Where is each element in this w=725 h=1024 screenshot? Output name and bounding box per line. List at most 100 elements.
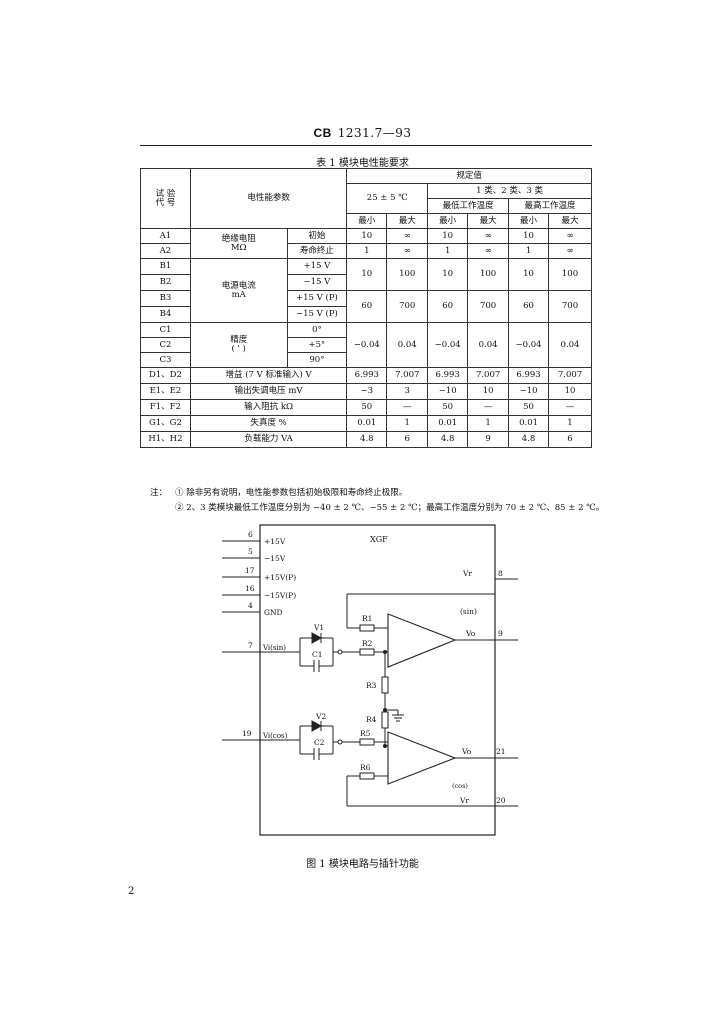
label-r1: R1 xyxy=(362,614,372,623)
standard-code: CB xyxy=(313,126,332,140)
label-c1: C1 xyxy=(312,650,323,659)
electrical-spec-table: 试 验 代 号 电性能参数 规定值 25 ± 5 ℃ 1 类、2 类、3 类 最… xyxy=(140,168,592,448)
value-cell: 50 xyxy=(346,399,388,416)
value-cell: ∞ xyxy=(386,243,429,259)
value-cell: 1 xyxy=(427,243,469,259)
pin-label: +15V(P) xyxy=(264,573,296,582)
test-code: D1、D2 xyxy=(140,367,191,384)
test-code: H1、H2 xyxy=(140,431,191,448)
param-name: 负载能力 VA xyxy=(189,431,348,448)
pin-number: 7 xyxy=(248,641,253,650)
module-outline xyxy=(259,524,496,836)
pin-label: −15V xyxy=(264,554,286,563)
resistor-r3 xyxy=(381,676,389,694)
param-sub: +5° xyxy=(286,337,348,353)
pin-number: 6 xyxy=(248,530,253,539)
label-r4: R4 xyxy=(366,715,377,724)
pin-label: Vi(cos) xyxy=(262,732,288,740)
pin-5: 5 −15V xyxy=(222,547,286,563)
value-cell: 100 xyxy=(386,258,429,291)
label-c2: C2 xyxy=(314,738,325,747)
test-code: A1 xyxy=(140,228,191,244)
param-current: 电源电流 mA xyxy=(189,258,288,323)
value-cell: −0.04 xyxy=(427,322,469,368)
value-cell: 9 xyxy=(467,431,510,448)
value-cell: 7.007 xyxy=(548,367,592,384)
pin-7: 7 Vi(sin) xyxy=(222,641,300,653)
value-cell: 700 xyxy=(386,290,429,323)
value-cell: 700 xyxy=(467,290,510,323)
test-code: G1、G2 xyxy=(140,415,191,432)
value-cell: ∞ xyxy=(548,228,592,244)
module-name: XGF xyxy=(370,535,388,544)
value-cell: 10 xyxy=(427,228,469,244)
value-cell: 3 xyxy=(386,383,429,400)
table-row: B1 电源电流 mA +15 V 10 100 10 100 10 100 xyxy=(140,258,592,323)
resistor-r5 xyxy=(359,738,375,746)
table-row: E1、E2 输出失调电压 mV −3 3 −10 10 −10 10 xyxy=(140,383,592,400)
param-name: 输出失调电压 mV xyxy=(189,383,348,400)
value-cell: — xyxy=(548,399,592,416)
pin-label: Vi(sin) xyxy=(262,644,286,652)
test-code: B1 xyxy=(140,258,191,275)
label-r2: R2 xyxy=(362,639,373,648)
value-cell: 6.993 xyxy=(346,367,388,384)
label-r3: R3 xyxy=(366,681,377,690)
value-cell: 6.993 xyxy=(508,367,550,384)
pin-number: 19 xyxy=(242,729,252,738)
value-cell: 50 xyxy=(427,399,469,416)
value-cell: 10 xyxy=(346,258,388,291)
header-max: 最大 xyxy=(467,213,510,229)
table-row: C1 精度 ( ' ) 0° −0.04 0.04 −0.04 0.04 −0.… xyxy=(140,322,592,368)
value-cell: 0.01 xyxy=(508,415,550,432)
page-number: 2 xyxy=(128,886,135,897)
pin-20: Vr 20 xyxy=(459,796,518,807)
resistor-r4 xyxy=(381,711,389,729)
value-cell: 6 xyxy=(548,431,592,448)
note-1: ① 除非另有说明，电性能参数包括初始极限和寿命终止极限。 xyxy=(175,488,408,498)
value-cell: 60 xyxy=(508,290,550,323)
pin-19: 19 Vi(cos) xyxy=(222,729,300,741)
value-cell: 700 xyxy=(548,290,592,323)
value-cell: ∞ xyxy=(548,243,592,259)
pin-number: 5 xyxy=(248,547,253,556)
table-row: F1、F2 输入阻抗 kΩ 50 — 50 — 50 — xyxy=(140,399,592,416)
resistor-r1 xyxy=(359,624,375,632)
pin-label: Vr xyxy=(462,569,472,578)
value-cell: 1 xyxy=(346,243,388,259)
pin-17: 17 +15V(P) xyxy=(222,566,296,582)
param-accuracy: 精度 ( ' ) xyxy=(189,322,288,368)
value-cell: 10 xyxy=(427,258,469,291)
pin-6: 6 +15V xyxy=(222,530,286,546)
note-2: ② 2、3 类模块最低工作温度分别为 −40 ± 2 ℃、−55 ± 2 ℃；最… xyxy=(175,503,605,513)
label-v1: V1 xyxy=(313,623,324,632)
value-cell: −10 xyxy=(508,383,550,400)
value-cell: 7.007 xyxy=(386,367,429,384)
table-row: A1 绝缘电阻 MΩ 初始 10 ∞ 10 ∞ 10 ∞ xyxy=(140,228,592,259)
value-cell: 4.8 xyxy=(427,431,469,448)
value-cell: 60 xyxy=(427,290,469,323)
table-row: C2 +5° xyxy=(140,337,592,353)
pin-label: +15V xyxy=(264,537,286,546)
param-sub: +15 V (P) xyxy=(286,290,348,307)
value-cell: 0.04 xyxy=(467,322,510,368)
value-cell: 50 xyxy=(508,399,550,416)
header-min: 最小 xyxy=(346,213,388,229)
param-sub: +15 V xyxy=(286,258,348,275)
value-cell: ∞ xyxy=(386,228,429,244)
op-amp-cos xyxy=(387,731,457,785)
value-cell: 7.007 xyxy=(467,367,510,384)
value-cell: 1 xyxy=(386,415,429,432)
value-cell: 1 xyxy=(548,415,592,432)
table-row: H1、H2 负载能力 VA 4.8 6 4.8 9 4.8 6 xyxy=(140,431,592,448)
param-sub: 初始 xyxy=(286,228,348,244)
label-r5: R5 xyxy=(360,729,371,738)
pin-label: Vo xyxy=(461,747,472,756)
header-min: 最小 xyxy=(427,213,469,229)
value-cell: 6 xyxy=(386,431,429,448)
param-sub: −15 V xyxy=(286,274,348,291)
param-sub: 寿命终止 xyxy=(286,243,348,259)
value-cell: 10 xyxy=(508,228,550,244)
value-cell: 0.01 xyxy=(346,415,388,432)
label-r6: R6 xyxy=(360,763,371,772)
